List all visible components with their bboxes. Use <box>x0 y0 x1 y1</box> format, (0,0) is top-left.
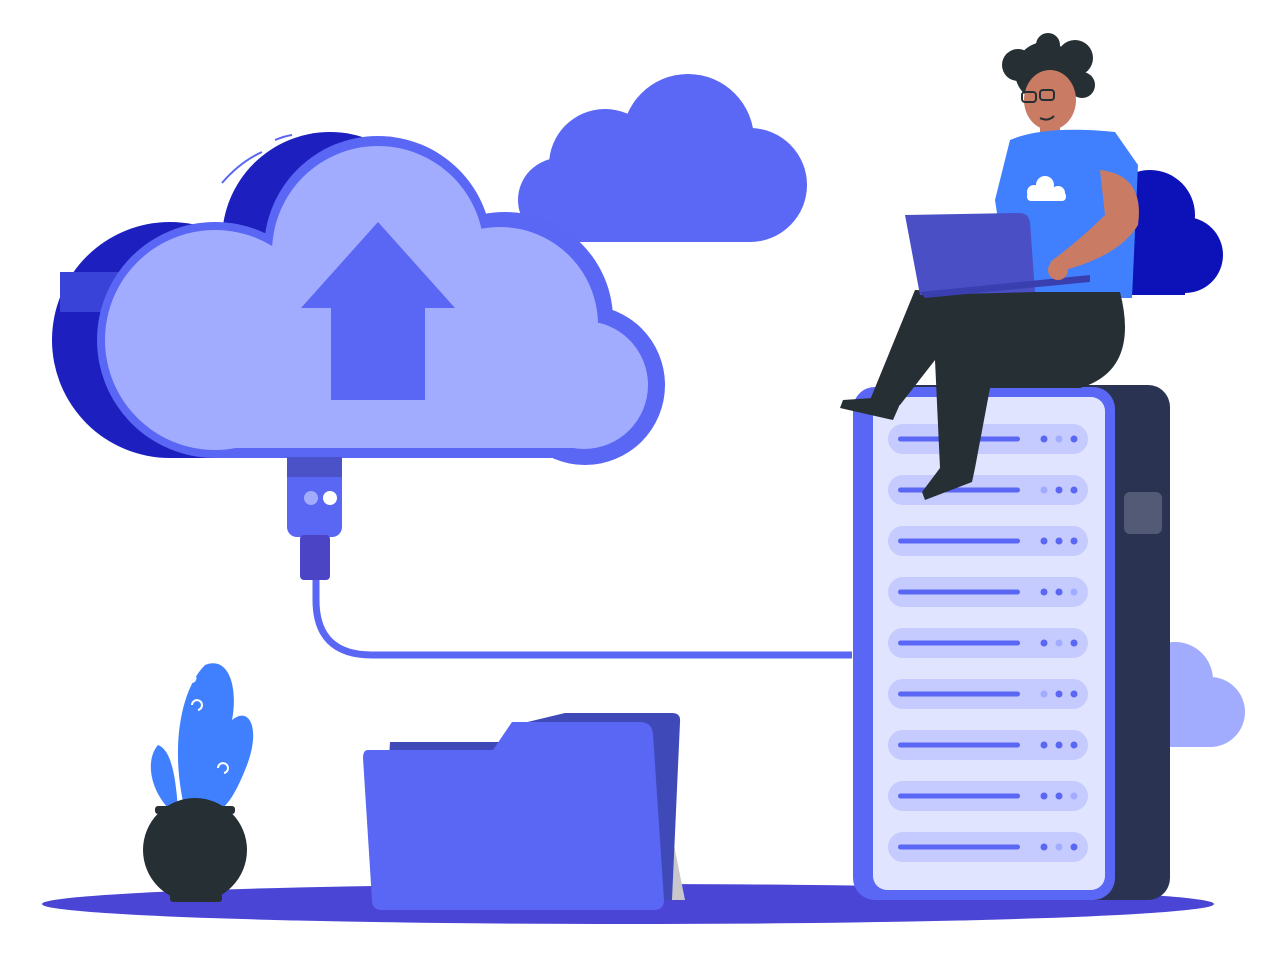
cloud-upload-icon <box>52 132 665 465</box>
status-light-icon <box>1070 639 1078 647</box>
status-light-icon <box>1070 486 1078 494</box>
server-row <box>888 730 1088 760</box>
status-light-icon <box>1055 690 1063 698</box>
person-with-laptop <box>840 33 1139 500</box>
status-light-icon <box>1055 537 1063 545</box>
server-row-bar <box>898 742 1020 748</box>
status-light-icon <box>1040 537 1048 545</box>
server-row <box>888 526 1088 556</box>
usb-connector-icon <box>287 457 852 659</box>
upload-arrow-icon <box>301 222 455 400</box>
server-row-bar <box>898 793 1020 799</box>
server-row <box>888 781 1088 811</box>
status-light-icon <box>1070 741 1078 749</box>
status-light-icon <box>1040 486 1048 494</box>
server-row-bar <box>898 487 1020 493</box>
plant-icon <box>143 663 254 902</box>
server-handle <box>1124 492 1162 534</box>
status-light-icon <box>1040 843 1048 851</box>
server-icon <box>853 385 1170 900</box>
status-light-icon <box>1070 843 1078 851</box>
server-row-bar <box>898 640 1020 646</box>
status-light-icon <box>1055 741 1063 749</box>
server-row <box>888 679 1088 709</box>
server-row-bar <box>898 589 1020 595</box>
folder-icon <box>363 713 685 910</box>
status-light-icon <box>1040 792 1048 800</box>
status-light-icon <box>1055 792 1063 800</box>
server-row <box>888 628 1088 658</box>
status-light-icon <box>1070 690 1078 698</box>
status-light-icon <box>1055 486 1063 494</box>
server-row <box>888 475 1088 505</box>
server-row <box>888 424 1088 454</box>
server-row-bar <box>898 844 1020 850</box>
status-light-icon <box>1055 435 1063 443</box>
server-row <box>888 832 1088 862</box>
status-light-icon <box>1040 639 1048 647</box>
cloud-icon <box>518 74 807 242</box>
status-light-icon <box>1055 639 1063 647</box>
status-light-icon <box>1040 588 1048 596</box>
status-light-icon <box>1040 741 1048 749</box>
status-light-icon <box>1070 588 1078 596</box>
status-light-icon <box>1070 435 1078 443</box>
status-light-icon <box>1070 537 1078 545</box>
server-row <box>888 577 1088 607</box>
status-light-icon <box>1040 690 1048 698</box>
server-row-bar <box>898 691 1020 697</box>
cloud-logo-icon <box>1027 176 1066 201</box>
server-row-bar <box>898 538 1020 544</box>
status-light-icon <box>1040 435 1048 443</box>
status-light-icon <box>1055 843 1063 851</box>
status-light-icon <box>1055 588 1063 596</box>
status-light-icon <box>1070 792 1078 800</box>
